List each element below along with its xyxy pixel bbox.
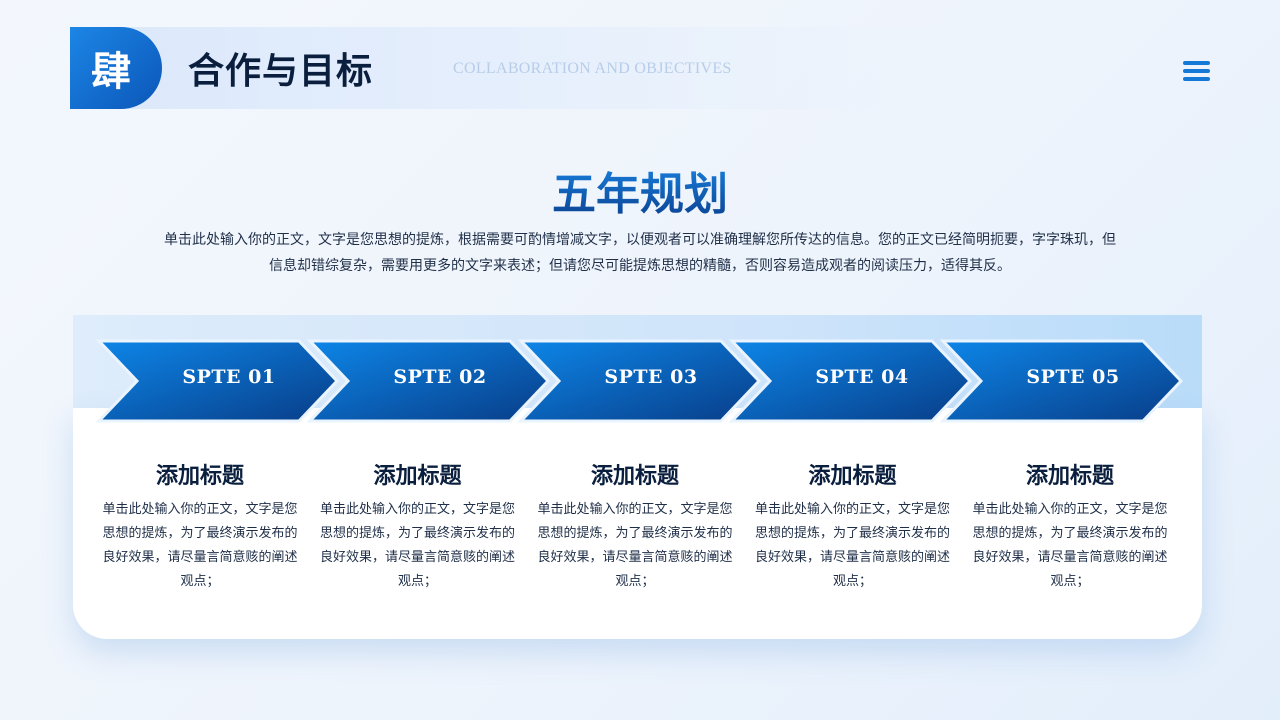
header-band [70, 27, 930, 109]
step-text-5: 单击此处输入你的正文，文字是您思想的提炼，为了最终演示发布的良好效果，请尽量言简… [972, 502, 1168, 589]
steps-card [73, 408, 1202, 639]
step-title-4: 添加标题 [808, 463, 897, 489]
step-text-2: 单击此处输入你的正文，文字是您思想的提炼，为了最终演示发布的良好效果，请尽量言简… [319, 502, 515, 589]
menu-icon-bar [1183, 61, 1210, 65]
step-label-3: SPTE 03 [604, 366, 698, 388]
step-label-4: SPTE 04 [815, 366, 909, 388]
step-label-2: SPTE 02 [393, 366, 487, 388]
menu-icon-bar [1183, 77, 1210, 81]
step-label-1: SPTE 01 [182, 366, 276, 388]
step-text-1: 单击此处输入你的正文，文字是您思想的提炼，为了最终演示发布的良好效果，请尽量言简… [102, 502, 298, 589]
menu-icon-bar [1183, 69, 1210, 73]
steps-band [73, 315, 1202, 415]
page-subtitle: COLLABORATION AND OBJECTIVES [453, 60, 732, 77]
step-text-3: 单击此处输入你的正文，文字是您思想的提炼，为了最终演示发布的良好效果，请尽量言简… [537, 502, 733, 589]
section-description: 单击此处输入你的正文，文字是您思想的提炼，根据需要可酌情增减文字，以便观者可以准… [164, 232, 1116, 274]
step-title-3: 添加标题 [590, 463, 679, 489]
chapter-badge: 肆 [70, 27, 162, 109]
page-title: 合作与目标 [188, 51, 374, 92]
menu-icon[interactable] [1183, 61, 1210, 81]
step-title-1: 添加标题 [155, 463, 244, 489]
step-title-5: 添加标题 [1025, 463, 1114, 489]
step-label-5: SPTE 05 [1026, 366, 1120, 388]
step-title-2: 添加标题 [373, 463, 462, 489]
step-text-4: 单击此处输入你的正文，文字是您思想的提炼，为了最终演示发布的良好效果，请尽量言简… [754, 502, 950, 589]
section-title: 五年规划 [0, 158, 1280, 222]
